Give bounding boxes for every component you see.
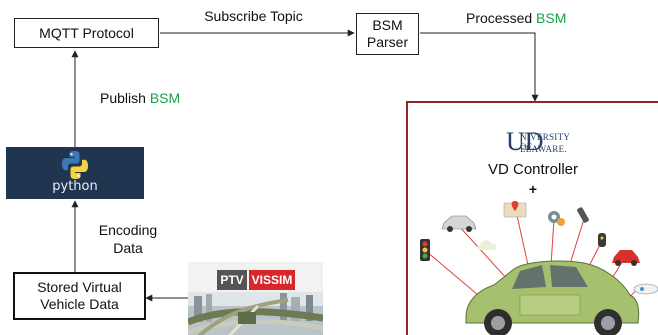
ptv-brand: PTV	[217, 270, 247, 290]
connected-vehicle-illustration	[420, 201, 658, 335]
network-cloud-icon	[477, 240, 497, 250]
red-car-icon	[612, 250, 640, 266]
vd-controller-title: VD Controller	[487, 161, 579, 178]
processed-bsm-label: Processed BSM	[466, 10, 567, 26]
stored-label-line1: Stored Virtual	[37, 279, 122, 295]
vd-controller-panel: UD NIVERSITY OF ELAWARE. VD Controller +	[406, 101, 658, 335]
green-hatchback-car	[465, 260, 640, 335]
stored-data-node: Stored Virtual Vehicle Data	[13, 272, 146, 320]
bsm-parser-node: BSM Parser	[356, 13, 419, 55]
parser-label-line2: Parser	[366, 34, 409, 50]
parser-label-line1: BSM	[372, 17, 403, 33]
mqtt-protocol-node: MQTT Protocol	[14, 18, 159, 48]
sedan-icon	[441, 215, 477, 232]
plus-sign: +	[528, 181, 538, 197]
arrow-parser-to-vd	[420, 32, 539, 102]
autonomous-car-icon	[633, 283, 658, 295]
gear-icon	[548, 211, 565, 226]
mqtt-label: MQTT Protocol	[39, 24, 134, 41]
map-pin-icon	[503, 201, 527, 218]
subscribe-topic-label: Subscribe Topic	[204, 8, 303, 24]
traffic-simulation-image	[188, 292, 323, 335]
traffic-light-icon	[420, 239, 430, 261]
encoding-data-label: Encoding Data	[98, 222, 158, 256]
python-node: python	[6, 147, 144, 199]
sensor-icon	[577, 207, 589, 223]
stored-label-line2: Vehicle Data	[40, 296, 119, 312]
python-logo-text: python	[52, 179, 98, 194]
key-fob-icon	[598, 233, 606, 247]
vissim-brand: VISSIM	[249, 270, 295, 290]
python-logo-icon	[62, 151, 88, 179]
university-of-delaware-logo: UD NIVERSITY OF ELAWARE.	[506, 127, 570, 156]
publish-bsm-label: Publish BSM	[100, 90, 181, 106]
vissim-simulation-image: PTV VISSIM	[188, 262, 323, 335]
